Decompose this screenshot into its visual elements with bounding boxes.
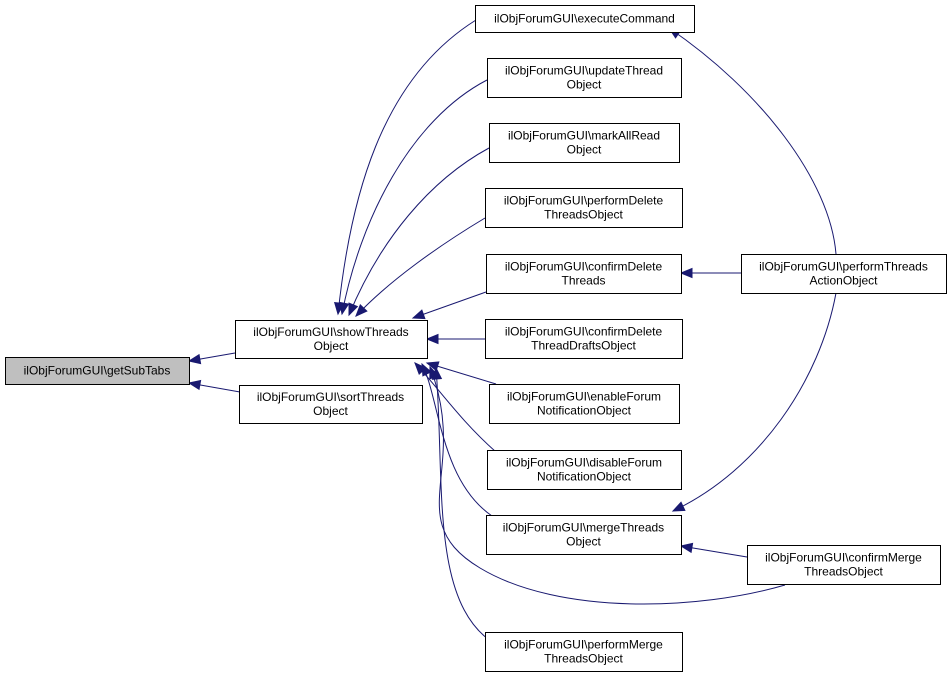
node-label-line: ilObjForumGUI\getSubTabs xyxy=(24,364,171,378)
node-label-line: Object xyxy=(314,339,349,353)
node-executeCommand[interactable]: ilObjForumGUI\executeCommand xyxy=(475,5,695,33)
node-label-line: ThreadsObject xyxy=(544,208,623,222)
node-getSubTabs[interactable]: ilObjForumGUI\getSubTabs xyxy=(5,357,190,385)
node-box xyxy=(486,254,682,294)
node-confirmDeleteThreadDraftsObject[interactable]: ilObjForumGUI\confirmDeleteThreadDraftsO… xyxy=(485,319,683,359)
edge-arrowhead xyxy=(187,379,202,391)
edge-line xyxy=(435,367,493,643)
edge-arrowhead xyxy=(679,267,693,279)
edge-line xyxy=(341,79,488,315)
node-label-line: ilObjForumGUI\mergeThreads xyxy=(503,521,664,535)
edge-arrowhead xyxy=(348,302,359,317)
edge-arrowhead xyxy=(671,501,686,512)
node-box xyxy=(235,320,428,359)
node-label-line: Threads xyxy=(561,274,605,288)
node-box xyxy=(489,384,680,424)
edge-arrowhead xyxy=(411,309,426,320)
edge-arrowhead xyxy=(355,304,368,317)
edge-arrowhead xyxy=(431,366,443,380)
node-label-line: ilObjForumGUI\updateThread xyxy=(505,64,663,78)
edge-line xyxy=(668,27,837,255)
edge-markAllReadObject-to-showThreadsObject xyxy=(348,147,490,317)
node-enableForumNotificationObject[interactable]: ilObjForumGUI\enableForumNotificationObj… xyxy=(489,384,680,424)
node-label-line: ilObjForumGUI\sortThreads xyxy=(257,390,404,404)
edge-performMergeThreadsObject-to-showThreadsObject xyxy=(431,366,493,643)
node-label-line: ilObjForumGUI\confirmMerge xyxy=(765,551,922,565)
nodes-layer: ilObjForumGUI\getSubTabs ilObjForumGUI\sh… xyxy=(5,5,947,672)
node-label-line: ThreadDraftsObject xyxy=(531,339,636,353)
node-label-line: ilObjForumGUI\performMerge xyxy=(504,638,663,652)
edge-performThreadsActionObject-to-mergeThreadsObject xyxy=(671,292,837,512)
edge-line xyxy=(421,363,493,517)
node-label-line: ActionObject xyxy=(809,274,878,288)
node-label-line: ThreadsObject xyxy=(804,565,883,579)
node-label-line: ilObjForumGUI\enableForum xyxy=(507,390,661,404)
node-label-line: NotificationObject xyxy=(537,404,632,418)
node-label-line: ilObjForumGUI\confirmDelete xyxy=(505,260,663,274)
edge-line xyxy=(429,366,786,605)
node-label-line: Object xyxy=(567,78,602,92)
node-label-line: Object xyxy=(566,535,601,549)
node-box xyxy=(485,319,683,359)
node-box xyxy=(239,385,423,424)
node-label-line: NotificationObject xyxy=(537,470,632,484)
edge-line xyxy=(426,362,497,385)
edge-updateThreadObject-to-showThreadsObject xyxy=(339,79,488,316)
node-box xyxy=(486,515,682,555)
edge-arrowhead xyxy=(421,362,432,377)
node-label-line: ilObjForumGUI\performDelete xyxy=(504,194,664,208)
edge-executeCommand-to-showThreadsObject xyxy=(333,19,477,316)
edge-confirmDeleteThreads-to-showThreadsObject xyxy=(411,291,487,320)
node-label-line: ilObjForumGUI\showThreads xyxy=(253,325,408,339)
edge-line xyxy=(355,217,486,317)
edge-mergeThreadsObject-to-showThreadsObject xyxy=(421,362,493,517)
node-box xyxy=(485,632,683,672)
node-label-line: ilObjForumGUI\disableForum xyxy=(506,456,662,470)
edge-confirmMergeThreadsObject-to-mergeThreadsObject xyxy=(679,542,748,558)
node-label-line: ilObjForumGUI\confirmDelete xyxy=(505,325,663,339)
edge-line xyxy=(412,291,487,319)
edge-arrowhead xyxy=(187,353,202,365)
node-box xyxy=(5,357,190,385)
edge-sortThreadsObject-to-getSubTabs xyxy=(187,379,241,393)
node-label-line: ilObjForumGUI\executeCommand xyxy=(494,12,675,26)
edge-performThreadsActionObject-to-executeCommand xyxy=(667,27,837,255)
node-box xyxy=(487,450,682,490)
edges-layer xyxy=(187,19,837,643)
node-box xyxy=(489,123,680,163)
node-label-line: Object xyxy=(313,404,348,418)
node-disableForumNotificationObject[interactable]: ilObjForumGUI\disableForumNotificationOb… xyxy=(487,450,682,490)
edge-arrowhead xyxy=(679,542,694,554)
edge-arrowhead xyxy=(339,301,350,316)
node-box xyxy=(741,254,947,294)
node-label-line: ThreadsObject xyxy=(544,652,623,666)
edge-performDeleteThreadsObject-to-showThreadsObject xyxy=(355,217,486,317)
edge-arrowhead xyxy=(425,333,439,345)
edge-performThreadsActionObject-to-confirmDeleteThreads xyxy=(679,267,741,279)
edge-line xyxy=(348,147,490,316)
node-label-line: Object xyxy=(567,143,602,157)
node-box xyxy=(485,188,683,228)
edge-showThreadsObject-to-getSubTabs xyxy=(187,352,236,365)
node-box xyxy=(747,545,941,585)
node-label-line: ilObjForumGUI\markAllRead xyxy=(508,129,660,143)
edge-confirmDeleteThreadDraftsObject-to-showThreadsObject xyxy=(425,333,485,345)
node-label-line: ilObjForumGUI\performThreads xyxy=(759,260,928,274)
node-box xyxy=(475,5,695,33)
edge-line xyxy=(337,19,477,315)
edge-line xyxy=(672,292,837,512)
node-box xyxy=(487,58,682,98)
